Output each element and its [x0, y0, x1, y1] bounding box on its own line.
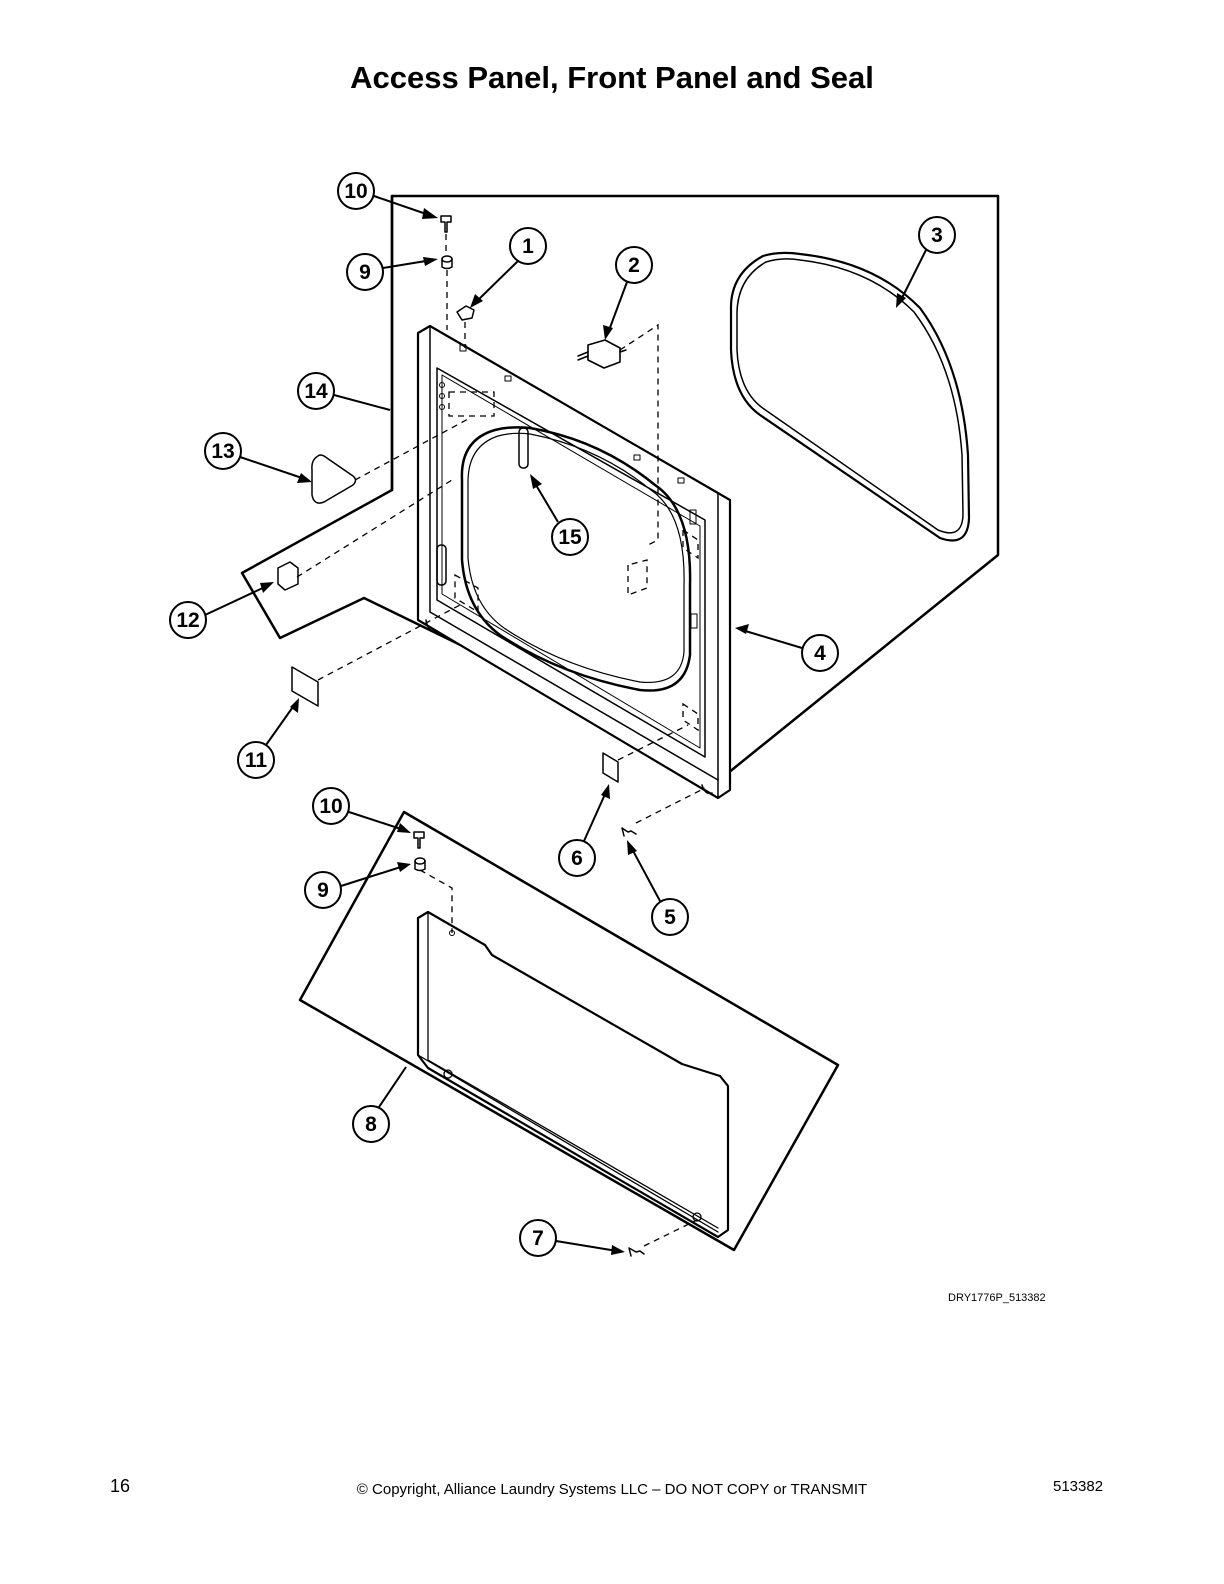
callout-10-upper: 10 [344, 180, 367, 203]
door-switch-part [587, 339, 621, 369]
callout-1: 1 [522, 235, 534, 258]
page-number: 16 [110, 1476, 131, 1496]
callout-10-lower: 10 [319, 795, 342, 818]
callout-4: 4 [814, 642, 826, 665]
callout-15: 15 [558, 526, 582, 549]
callout-6: 6 [571, 847, 583, 870]
spacer-upper [441, 255, 453, 263]
screw-lower [413, 831, 425, 849]
callout-5: 5 [664, 906, 676, 929]
drawing-id: DRY1776P_513382 [948, 1292, 1046, 1304]
label-part-6 [602, 752, 619, 783]
callout-13: 13 [211, 440, 234, 463]
callout-3: 3 [931, 224, 943, 247]
callout-11: 11 [245, 749, 268, 772]
screw-part-5 [621, 827, 637, 837]
callout-12: 12 [176, 609, 199, 632]
screw-part-7 [628, 1247, 645, 1257]
copyright-notice: © Copyright, Alliance Laundry Systems LL… [356, 1481, 868, 1498]
clip-part [456, 305, 475, 321]
callout-9-upper: 9 [359, 261, 371, 284]
label-part-11 [291, 666, 319, 707]
callout-7: 7 [532, 1227, 544, 1250]
screw-upper [440, 215, 452, 233]
triangle-label-part [311, 454, 357, 504]
spacer-lower [414, 857, 426, 865]
page-title: Access Panel, Front Panel and Seal [350, 60, 874, 95]
callout-8: 8 [365, 1113, 377, 1136]
latch-part [277, 561, 299, 591]
callout-14: 14 [304, 380, 328, 403]
access-panel-plane [298, 810, 840, 1252]
callout-2: 2 [628, 254, 640, 277]
access-panel-part [416, 910, 730, 1239]
callout-9-lower: 9 [317, 879, 329, 902]
document-number: 513382 [1053, 1478, 1104, 1495]
seal-part [729, 251, 971, 542]
